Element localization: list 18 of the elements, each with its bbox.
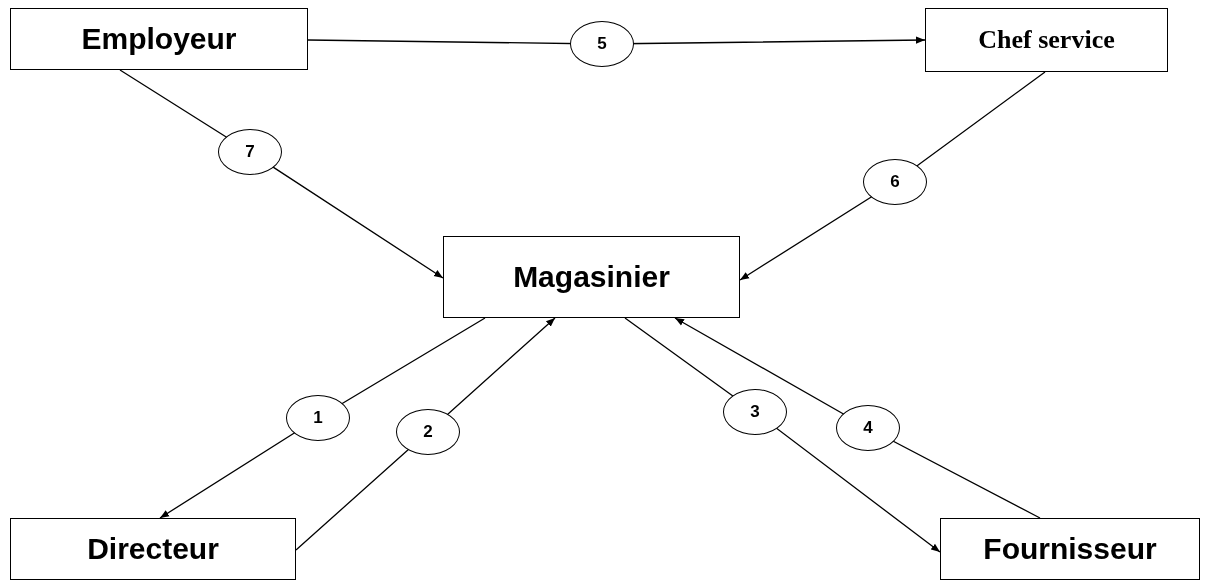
node-label: Fournisseur: [983, 532, 1157, 566]
process-box: [10, 518, 296, 580]
process-box: [10, 8, 308, 70]
node-label: Chef service: [978, 25, 1115, 55]
edge-label: 5: [570, 21, 634, 67]
process-box: [940, 518, 1200, 580]
edge-label: 4: [836, 405, 900, 451]
arrow: [307, 36, 926, 45]
edge-label: 1: [286, 395, 350, 441]
process-box: [443, 236, 740, 318]
node-label: Magasinier: [513, 260, 670, 294]
edge-label: 7: [218, 129, 282, 175]
edge-label: 2: [396, 409, 460, 455]
edge-label: 6: [863, 159, 927, 205]
process-box: [925, 8, 1168, 72]
node-label: Directeur: [87, 532, 219, 566]
edge-label: 3: [723, 389, 787, 435]
node-label: Employeur: [81, 22, 237, 56]
